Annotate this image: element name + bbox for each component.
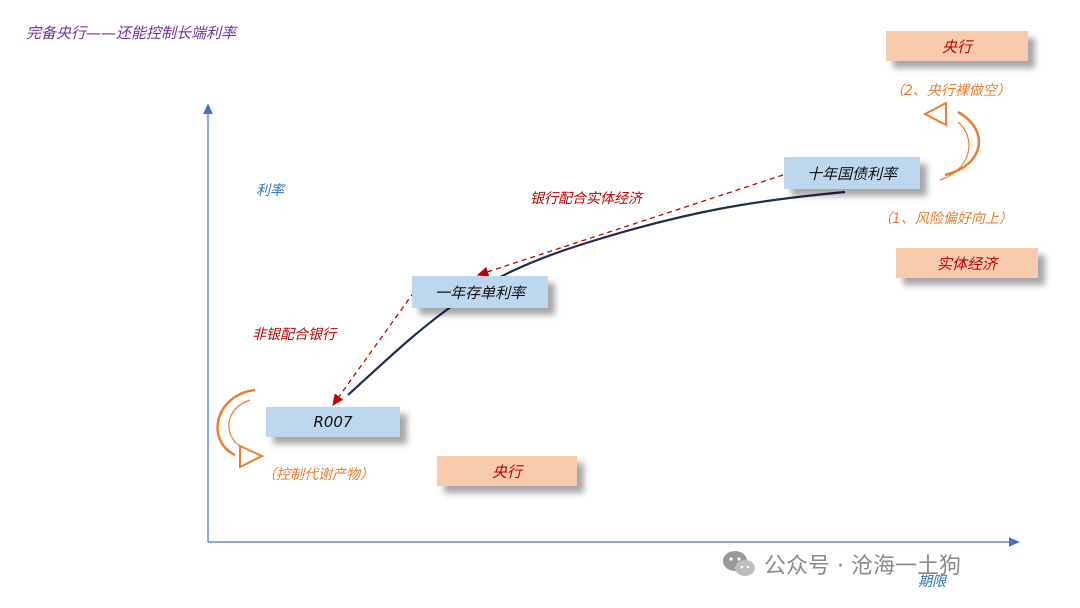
box-central-bank-top: 央行	[886, 31, 1028, 61]
x-axis-label: 期限	[918, 574, 946, 590]
note-metabolism: （控制代谢产物）	[262, 467, 374, 483]
label-nonbank-to-bank: 非银配合银行	[252, 327, 336, 343]
dashed-arrow-nonbank-to-bank	[332, 291, 415, 407]
loop-arrow-left	[216, 388, 265, 469]
watermark-text: 公众号 · 沧海一土狗	[764, 554, 961, 579]
yield-curve	[347, 190, 846, 396]
note-short-sell: （2、央行裸做空）	[890, 83, 1011, 99]
node-r007: R007	[266, 407, 400, 437]
box-real-economy: 实体经济	[896, 248, 1038, 278]
wechat-icon	[722, 549, 756, 579]
y-axis-label: 利率	[256, 183, 284, 199]
loop-arrow-right	[922, 101, 981, 181]
box-central-bank-bottom: 央行	[437, 456, 577, 486]
label-bank-to-economy: 银行配合实体经济	[530, 191, 642, 207]
note-risk-preference: （1、风险偏好向上）	[878, 211, 1013, 227]
node-ten-year-rate: 十年国债利率	[784, 157, 920, 189]
watermark: 公众号 · 沧海一土狗	[722, 548, 961, 580]
node-one-year-cd-rate: 一年存单利率	[412, 276, 548, 308]
page-title: 完备央行——还能控制长端利率	[26, 24, 237, 42]
